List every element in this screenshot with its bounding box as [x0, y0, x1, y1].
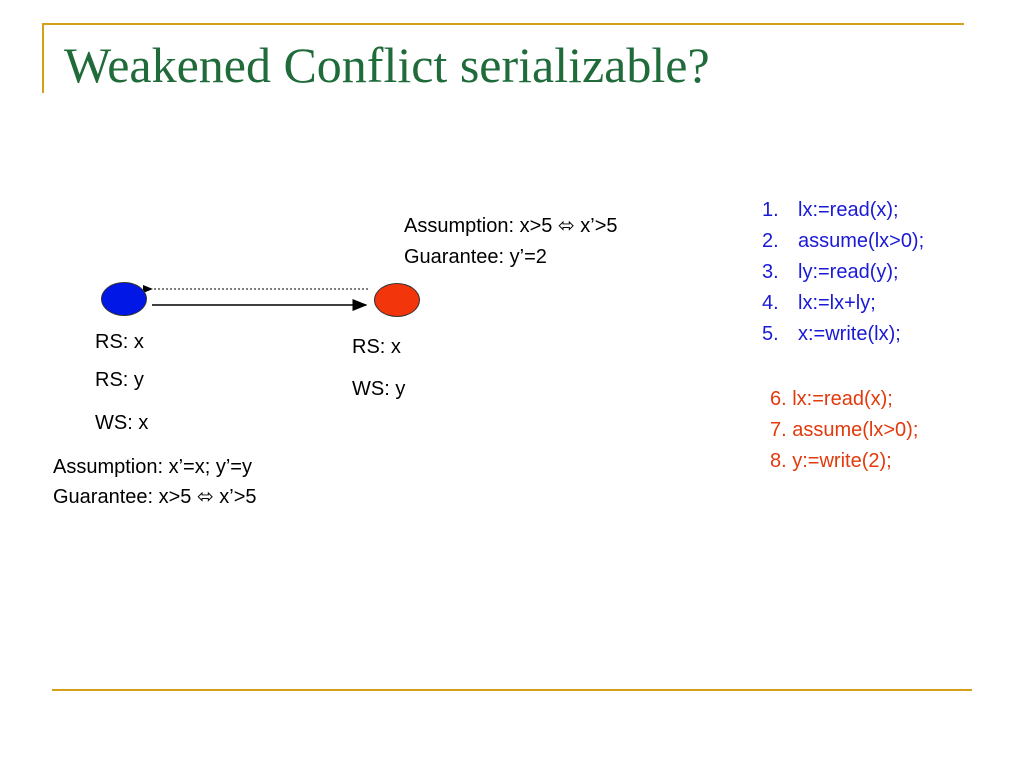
slide-title: Weakened Conflict serializable?	[64, 37, 710, 93]
program-line: 6. lx:=read(x);	[770, 388, 893, 410]
blue-node	[101, 282, 147, 316]
program-line: 4.lx:=lx+ly;	[762, 292, 876, 314]
right-assumption: Assumption: x>5 ⬄ x’>5	[404, 215, 618, 237]
program-red: 6. lx:=read(x); 7. assume(lx>0); 8. y:=w…	[770, 384, 918, 477]
right-guarantee: Guarantee: y’=2	[404, 246, 547, 268]
program-line: 7. assume(lx>0);	[770, 419, 919, 441]
right-ws: WS: y	[352, 378, 406, 400]
program-line: 2.assume(lx>0);	[762, 230, 925, 252]
left-assumption: Assumption: x’=x; y’=y	[53, 456, 252, 478]
program-line: 8. y:=write(2);	[770, 450, 892, 472]
left-rs-y: RS: y	[95, 369, 144, 391]
program-line: 3.ly:=read(y);	[762, 261, 899, 283]
bottom-rule	[52, 689, 972, 691]
program-line: 5.x:=write(lx);	[762, 323, 901, 345]
right-rs: RS: x	[352, 336, 401, 358]
left-rule	[42, 23, 44, 93]
red-node	[374, 283, 420, 317]
top-rule	[42, 23, 964, 25]
program-blue: 1.lx:=read(x); 2.assume(lx>0); 3.ly:=rea…	[762, 195, 924, 350]
left-ws: WS: x	[95, 412, 149, 434]
program-line: 1.lx:=read(x);	[762, 199, 899, 221]
left-rs-x: RS: x	[95, 331, 144, 353]
left-guarantee: Guarantee: x>5 ⬄ x’>5	[53, 486, 257, 508]
